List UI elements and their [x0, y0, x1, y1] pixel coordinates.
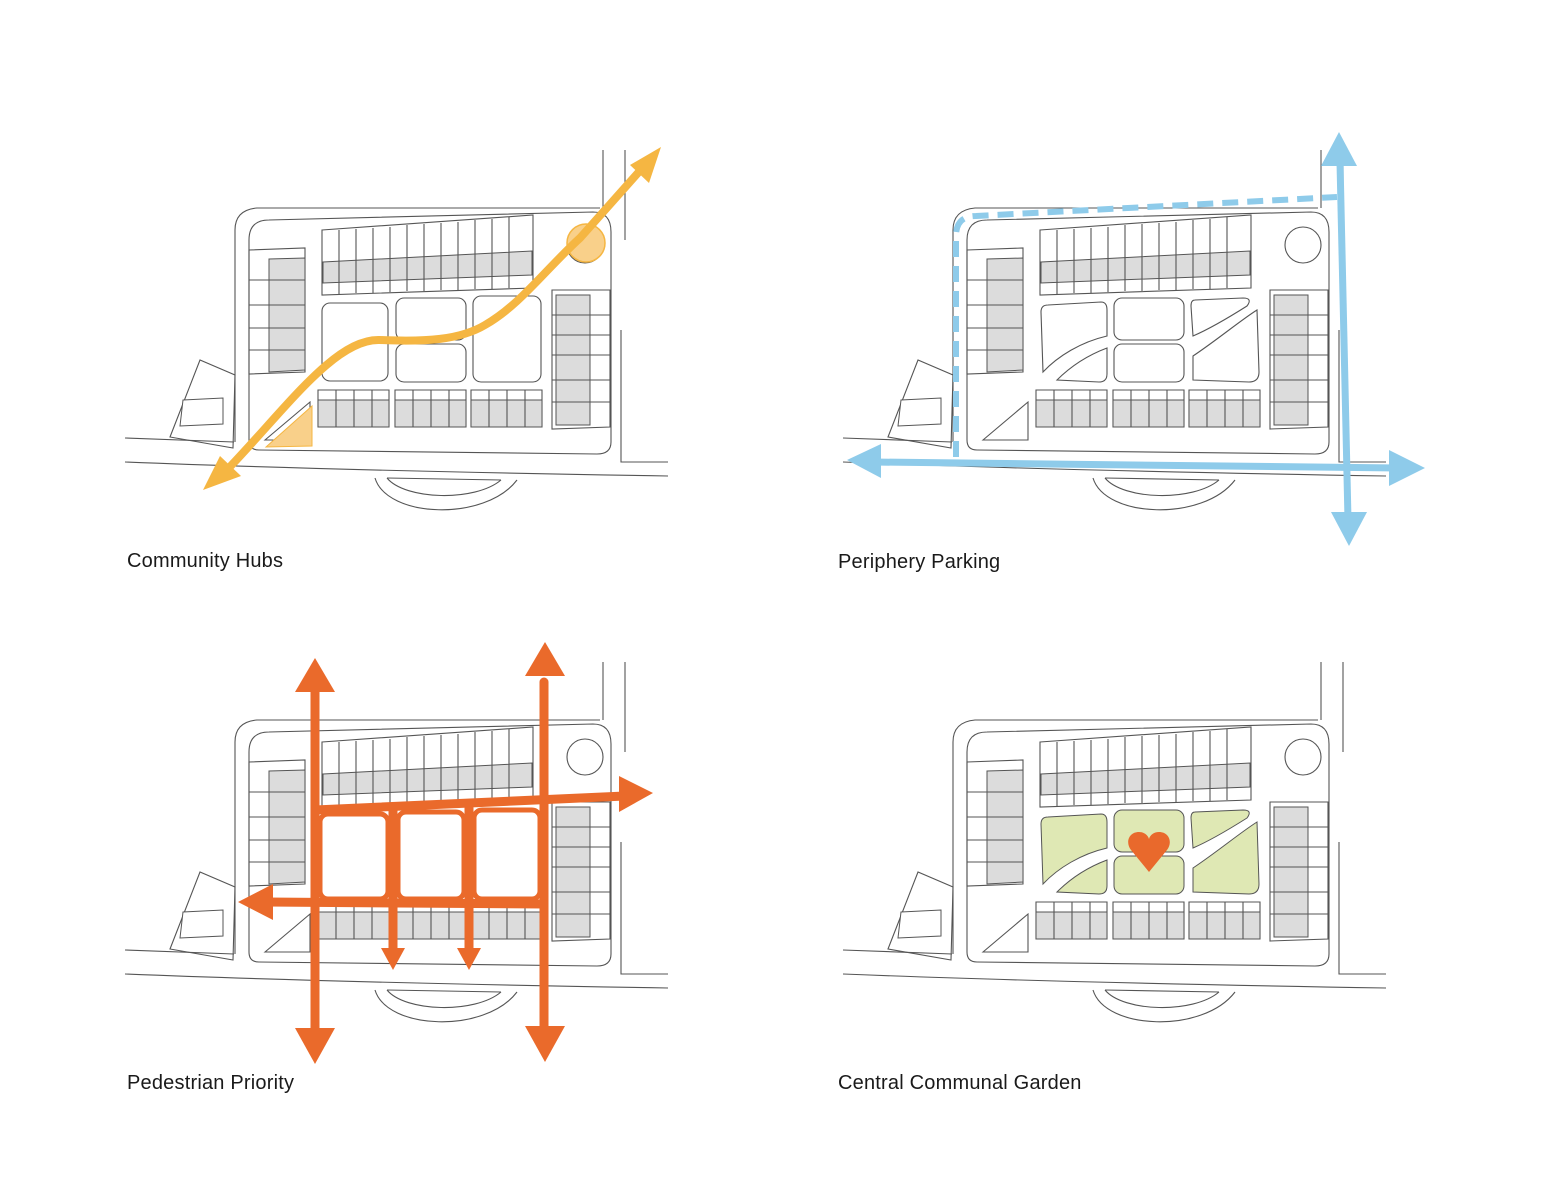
arrow-north-west-icon	[295, 658, 335, 692]
arrow-east-icon	[619, 776, 653, 812]
arrow-east-icon	[1389, 450, 1425, 486]
arrow-west-icon	[847, 444, 881, 478]
arrow-north-icon	[1321, 132, 1357, 166]
pedestrian-network	[260, 677, 630, 1045]
site-plan-pedestrian-priority	[124, 642, 669, 1064]
arrow-south-east-icon	[525, 1026, 565, 1062]
pedestrian-blocks	[317, 807, 543, 902]
caption-central-communal-garden: Central Communal Garden	[838, 1072, 1082, 1094]
arrow-north-east-icon	[525, 642, 565, 676]
arrow-northeast-icon	[630, 147, 661, 183]
heart-icon	[1128, 832, 1170, 872]
hub-circle	[566, 223, 606, 263]
panel-community-hubs: Community Hubs	[124, 147, 670, 572]
site-plan-community-hubs	[124, 147, 669, 511]
caption-pedestrian-priority: Pedestrian Priority	[127, 1072, 295, 1094]
arrow-southwest-icon	[203, 456, 241, 490]
panel-central-communal-garden: Central Communal Garden	[838, 661, 1388, 1094]
garden-blocks	[1040, 809, 1260, 895]
periphery-dashed-route	[953, 194, 1338, 457]
arrow-south-icon	[1331, 512, 1367, 546]
caption-periphery-parking: Periphery Parking	[838, 551, 1001, 573]
horizontal-road-route	[872, 458, 1399, 472]
hub-triangle	[264, 404, 313, 448]
site-plan-central-communal-garden	[842, 661, 1387, 1023]
arrow-small-south-b-icon	[457, 948, 481, 970]
caption-community-hubs: Community Hubs	[127, 550, 284, 572]
site-plan-periphery-parking	[842, 132, 1425, 546]
panel-pedestrian-priority: Pedestrian Priority	[124, 642, 670, 1094]
vertical-road-route	[1336, 161, 1352, 521]
panel-periphery-parking: Periphery Parking	[838, 132, 1425, 573]
arrow-south-west-icon	[295, 1028, 335, 1064]
arrow-small-south-a-icon	[381, 948, 405, 970]
hub-connection-path	[221, 161, 649, 476]
arrow-west-icon	[238, 884, 273, 920]
